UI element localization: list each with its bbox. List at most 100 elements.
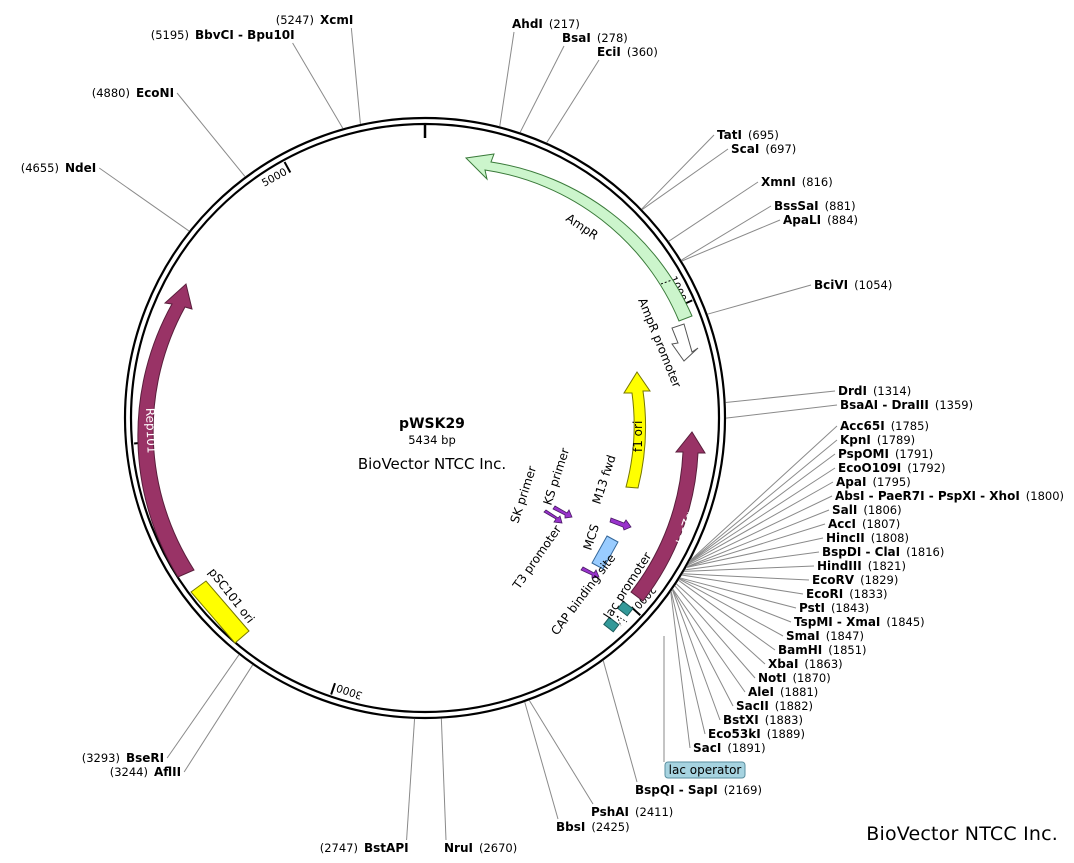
- feature-label-T3-promoter: T3 promoter: [509, 523, 564, 593]
- site-EcoO109I[interactable]: EcoO109I(1792): [838, 461, 946, 475]
- site-BspQI-SapI[interactable]: BspQI - SapI(2169): [635, 783, 762, 797]
- feature-lacZa-arrow[interactable]: [630, 431, 706, 602]
- site-BspDI-ClaI[interactable]: BspDI - ClaI(1816): [822, 545, 944, 559]
- feature-M13-fwd-arrow[interactable]: [609, 517, 632, 531]
- site-position: (1808): [871, 531, 909, 545]
- site-name: XmnI: [761, 175, 796, 189]
- feature-label-M13-fwd: M13 fwd: [590, 453, 619, 506]
- leader-line: [641, 134, 715, 210]
- feature-f1-ori-arrow[interactable]: [623, 371, 651, 489]
- site-PshAI[interactable]: PshAI(2411): [591, 805, 673, 819]
- leader-line: [183, 664, 254, 773]
- site-Eco53kI[interactable]: Eco53kI(1889): [708, 727, 805, 741]
- feature-MCS-block[interactable]: [591, 535, 619, 570]
- site-EcoRI[interactable]: EcoRI(1833): [806, 587, 888, 601]
- leader-line: [707, 284, 812, 315]
- site-BciVI[interactable]: BciVI(1054): [814, 278, 892, 292]
- site-DrdI[interactable]: DrdI(1314): [838, 384, 911, 398]
- site-BsaI[interactable]: BsaI(278): [562, 31, 628, 45]
- site-name: BstXI: [723, 713, 759, 727]
- site-BamHI[interactable]: BamHI(1851): [778, 643, 867, 657]
- site-name: AccI: [828, 517, 856, 531]
- site-HincII[interactable]: HincII (1808): [826, 531, 909, 545]
- site-name: XbaI: [768, 657, 798, 671]
- site-AflII[interactable]: AflII (3244): [110, 765, 181, 779]
- site-TspMI-XmaI[interactable]: TspMI - XmaI(1845): [794, 615, 925, 629]
- ampr-internal-dots: [660, 279, 673, 285]
- site-EcoNI[interactable]: EcoNI(4880): [92, 86, 174, 100]
- site-PspOMI[interactable]: PspOMI (1791): [838, 447, 933, 461]
- site-position: (1870): [793, 671, 831, 685]
- site-TatI[interactable]: TatI(695): [717, 128, 779, 142]
- site-position: (1806): [863, 503, 901, 517]
- site-NotI[interactable]: NotI (1870): [758, 671, 831, 685]
- site-PstI[interactable]: PstI(1843): [799, 601, 869, 615]
- site-name: PspOMI: [838, 447, 889, 461]
- site-XbaI[interactable]: XbaI(1863): [768, 657, 843, 671]
- site-BbsI[interactable]: BbsI(2425): [556, 820, 630, 834]
- feature-SK-primer-arrow[interactable]: [543, 509, 563, 524]
- site-BstAPI[interactable]: BstAPI(2747): [320, 841, 409, 855]
- site-AbsI-PaeR7I-PspXI-XhoI[interactable]: AbsI - PaeR7I - PspXI - XhoI(1800): [835, 489, 1064, 503]
- site-SmaI[interactable]: SmaI(1847): [786, 629, 864, 643]
- site-name: ApaI: [836, 475, 866, 489]
- site-position: (1791): [895, 447, 933, 461]
- leader-line: [670, 591, 691, 749]
- site-NruI[interactable]: NruI(2670): [444, 841, 517, 855]
- site-name: AflII: [154, 765, 181, 779]
- tick-mark-5000: [283, 161, 292, 174]
- site-name: HincII: [826, 531, 865, 545]
- site-BssSaI[interactable]: BssSaI(881): [774, 199, 856, 213]
- site-SacII[interactable]: SacII(1882): [736, 699, 813, 713]
- leader-line: [672, 589, 734, 707]
- site-position: (2169): [724, 783, 762, 797]
- lac-operator-bracket: [616, 615, 628, 627]
- site-position: (3244): [110, 765, 148, 779]
- site-ApaLI[interactable]: ApaLI(884): [783, 213, 858, 227]
- site-XmnI[interactable]: XmnI(816): [761, 175, 833, 189]
- leader-line: [166, 654, 240, 759]
- site-name: BamHI: [778, 643, 822, 657]
- site-BseRI[interactable]: BseRI(3293): [82, 751, 164, 765]
- leader-line: [176, 92, 246, 177]
- feature-KS-primer-arrow[interactable]: [552, 505, 573, 519]
- feature-CAP-binding-site-block[interactable]: [603, 616, 620, 633]
- site-BsaAI-DraIII[interactable]: BsaAI - DraIII(1359): [840, 398, 973, 412]
- feature-pSC101-ori-block[interactable]: [190, 580, 250, 644]
- feature-label-MCS: MCS: [581, 523, 602, 552]
- feature-AmpR-promoter-arrow[interactable]: [671, 323, 699, 362]
- site-HindIII[interactable]: HindIII(1821): [817, 559, 906, 573]
- feature-T3-promoter-arrow[interactable]: [580, 566, 600, 579]
- site-NdeI[interactable]: NdeI(4655): [21, 161, 97, 175]
- site-AleI[interactable]: AleI(1881): [748, 685, 818, 699]
- feature-Rep101-arrow[interactable]: [137, 283, 195, 578]
- feature-AmpR-arrow[interactable]: [464, 153, 693, 322]
- leader-line: [672, 588, 746, 693]
- site-position: (3293): [82, 751, 120, 765]
- site-name: AbsI - PaeR7I - PspXI - XhoI: [835, 489, 1020, 503]
- site-name: DrdI: [838, 384, 867, 398]
- site-name: EciI: [597, 45, 621, 59]
- site-ScaI[interactable]: ScaI(697): [731, 142, 796, 156]
- site-SacI[interactable]: SacI(1891): [693, 741, 766, 755]
- site-KpnI[interactable]: KpnI(1789): [840, 433, 915, 447]
- leader-line: [725, 390, 836, 404]
- site-AccI[interactable]: AccI(1807): [828, 517, 900, 531]
- site-name: NotI: [758, 671, 787, 685]
- site-XcmI[interactable]: XcmI(5247): [276, 13, 354, 27]
- leader-line: [688, 481, 834, 564]
- site-position: (1881): [780, 685, 818, 699]
- plasmid-size: 5434 bp: [408, 433, 456, 447]
- site-Acc65I[interactable]: Acc65I(1785): [840, 419, 929, 433]
- site-BbvCI-Bpu10I[interactable]: BbvCI - Bpu10I(5195): [151, 28, 295, 42]
- feature-lac-promoter-block[interactable]: [617, 600, 634, 617]
- site-EciI[interactable]: EciI(360): [597, 45, 658, 59]
- lac-operator-badge[interactable]: [664, 761, 746, 779]
- site-EcoRV[interactable]: EcoRV(1829): [812, 573, 898, 587]
- site-ApaI[interactable]: ApaI(1795): [836, 475, 911, 489]
- site-BstXI[interactable]: BstXI(1883): [723, 713, 803, 727]
- site-SalI[interactable]: SalI(1806): [832, 503, 902, 517]
- center-company-name: BioVector NTCC Inc.: [357, 455, 507, 473]
- site-AhdI[interactable]: AhdI(217): [512, 17, 580, 31]
